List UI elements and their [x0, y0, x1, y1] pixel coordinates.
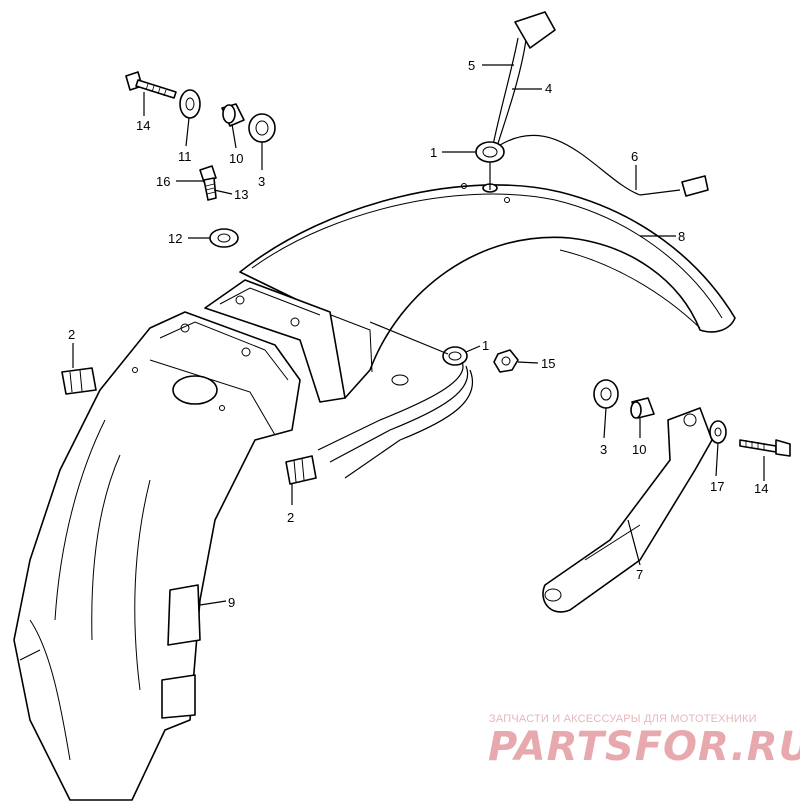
callout-6: 6	[631, 149, 638, 164]
fender-stay	[542, 407, 713, 613]
callout-12: 12	[168, 231, 182, 246]
callout-10-upper: 10	[229, 151, 243, 166]
clamp-lower	[285, 455, 317, 485]
clamp-upper	[61, 367, 97, 395]
callout-9: 9	[228, 595, 235, 610]
callout-7: 7	[636, 567, 643, 582]
callout-2-upper: 2	[68, 327, 75, 342]
callout-1-top: 1	[430, 145, 437, 160]
callout-4: 4	[545, 81, 552, 96]
collar-10-upper	[221, 103, 245, 127]
watermark-logo: PARTSFOR.RU	[488, 724, 800, 770]
nut-15	[493, 349, 519, 373]
callout-labels: 5 4 1 6 8 1 15 2 2 14 11 10 3 16 13 12 3…	[68, 58, 768, 610]
leader-lines	[72, 64, 765, 606]
watermark: ЗАПЧАСТИ И АКСЕССУАРЫ ДЛЯ МОТОТЕХНИКИ PA…	[488, 713, 800, 770]
rear-fender	[239, 183, 736, 401]
callout-3-upper: 3	[258, 174, 265, 189]
grommet-3-lower	[593, 379, 619, 409]
callout-13: 13	[234, 187, 248, 202]
inner-fender	[13, 311, 301, 801]
callout-14-lower: 14	[754, 481, 768, 496]
bolt-14-upper	[125, 71, 177, 99]
callout-14-upper: 14	[136, 118, 150, 133]
callout-8: 8	[678, 229, 685, 244]
watermark-tagline: ЗАПЧАСТИ И АКСЕССУАРЫ ДЛЯ МОТОТЕХНИКИ	[489, 713, 757, 725]
washer-17	[709, 420, 727, 444]
collar-10-lower	[630, 397, 655, 419]
callout-1-mid: 1	[482, 338, 489, 353]
callout-16: 16	[156, 174, 170, 189]
callout-15: 15	[541, 356, 555, 371]
callout-5: 5	[468, 58, 475, 73]
grommet-12	[209, 228, 239, 248]
washer-11	[179, 89, 201, 119]
wiring-harness	[317, 11, 709, 479]
grommet-3-upper	[248, 113, 276, 143]
callout-2-lower: 2	[287, 510, 294, 525]
bolt-14-lower	[739, 439, 791, 457]
bolt-13-16	[199, 165, 217, 201]
callout-3-lower: 3	[600, 442, 607, 457]
callout-10-lower: 10	[632, 442, 646, 457]
fender-bracket	[204, 279, 346, 403]
callout-11: 11	[178, 149, 192, 164]
callout-17: 17	[710, 479, 724, 494]
